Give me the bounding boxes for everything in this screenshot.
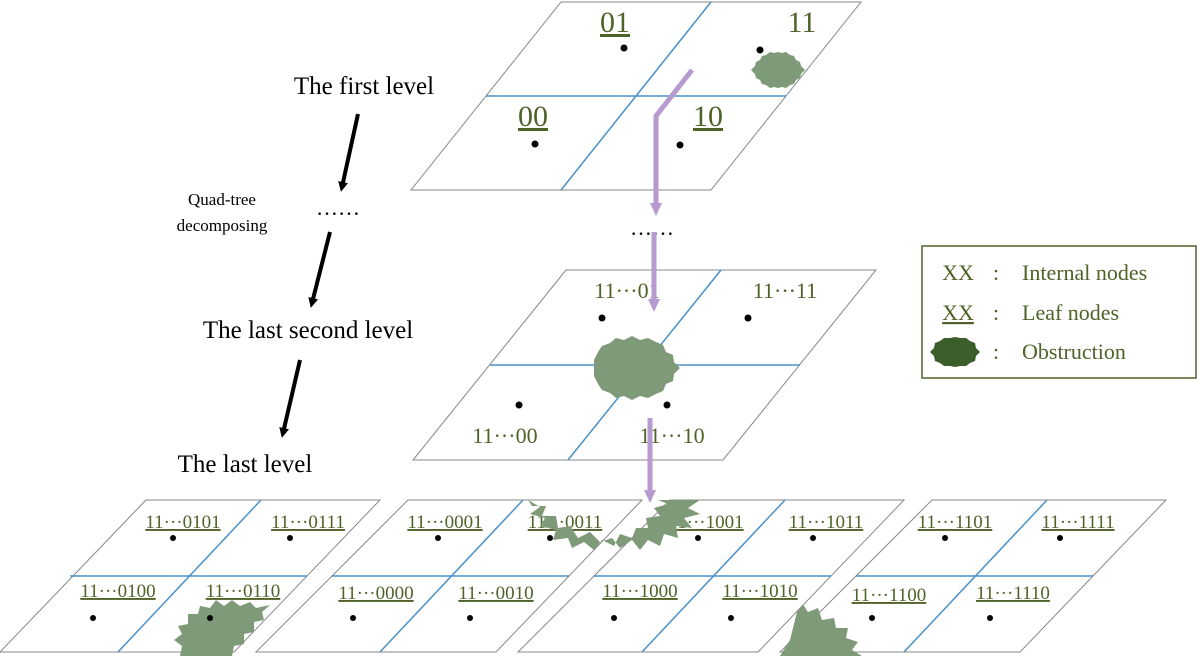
level3-p4-br: 11···1110 xyxy=(976,583,1050,604)
last-second-level-label: The last second level xyxy=(203,317,413,344)
level1-node-00: 00 xyxy=(518,100,548,133)
level-ellipsis: …… xyxy=(316,195,360,220)
level3-p1-br: 11···0110 xyxy=(206,581,281,602)
legend-internal-symbol: XX xyxy=(942,260,974,285)
obstruction-level3-p2-p3 xyxy=(528,500,700,550)
quad-tree-label-line1: Quad-tree xyxy=(188,190,256,209)
level3-panel-4: 11···1101 11···1111 11···1100 11···1110 xyxy=(778,499,1168,656)
quad-tree-label-line2: decomposing xyxy=(177,216,268,235)
legend-obstruction-sep: : xyxy=(993,339,999,364)
level1-panel: 01 11 00 10 xyxy=(409,1,863,191)
level3-p3-br: 11···1010 xyxy=(722,581,797,602)
level3-p4-tl: 11···1101 xyxy=(918,512,993,533)
level1-node-11: 11 xyxy=(788,6,817,39)
level2-node-00: 11···00 xyxy=(472,423,537,448)
level3-p3-bl: 11···1000 xyxy=(602,581,677,602)
legend-leaf-sep: : xyxy=(993,300,999,325)
level3-p4-bl: 11···1100 xyxy=(852,585,927,606)
level3-panel-1: 11···0101 11···0111 11···0100 11···0110 xyxy=(0,499,382,656)
level3-p4-tr: 11···1111 xyxy=(1041,512,1114,533)
level2-node-01: 11···01 xyxy=(594,278,659,303)
path-arrow-1 xyxy=(650,68,694,216)
legend-obstruction-icon xyxy=(930,337,980,367)
obstruction-level1 xyxy=(751,52,805,88)
legend-leaf-label: Leaf nodes xyxy=(1022,300,1119,325)
legend: XX : Internal nodes XX : Leaf nodes : Ob… xyxy=(921,245,1197,379)
obstruction-level3-p4 xyxy=(780,600,862,656)
level3-p1-bl: 11···0100 xyxy=(80,581,155,602)
obstruction-level2 xyxy=(594,336,680,400)
level3-panel-3: 11···1001 11···1011 11···1000 11···1010 xyxy=(516,499,906,653)
level3-p3-tr: 11···1011 xyxy=(789,512,864,533)
legend-internal-sep: : xyxy=(993,260,999,285)
level3-p2-br: 11···0010 xyxy=(458,583,533,604)
first-level-label: The first level xyxy=(294,73,434,100)
legend-internal-label: Internal nodes xyxy=(1022,260,1147,285)
down-arrow-2 xyxy=(308,231,332,308)
level3-p2-tl: 11···0001 xyxy=(407,512,482,533)
level1-node-10: 10 xyxy=(693,100,723,133)
legend-leaf-symbol: XX xyxy=(942,300,974,325)
legend-obstruction-label: Obstruction xyxy=(1022,339,1126,364)
level3-p2-bl: 11···0000 xyxy=(338,583,413,604)
level3-p1-tr: 11···0111 xyxy=(271,512,345,533)
level2-panel: 11···01 11···11 11···00 11···10 xyxy=(411,269,878,461)
level2-node-11: 11···11 xyxy=(753,278,817,303)
level1-node-01: 01 xyxy=(600,6,630,39)
level3-p3-tl: 11···1001 xyxy=(668,512,743,533)
level3-p1-tl: 11···0101 xyxy=(145,512,220,533)
obstruction-level3-p1 xyxy=(174,600,270,656)
down-arrow-1 xyxy=(338,113,360,192)
down-arrow-3 xyxy=(279,359,302,438)
level3-panel-2: 11···0001 11···0011 11···0000 11···0010 xyxy=(254,499,644,653)
last-level-label: The last level xyxy=(178,451,313,478)
